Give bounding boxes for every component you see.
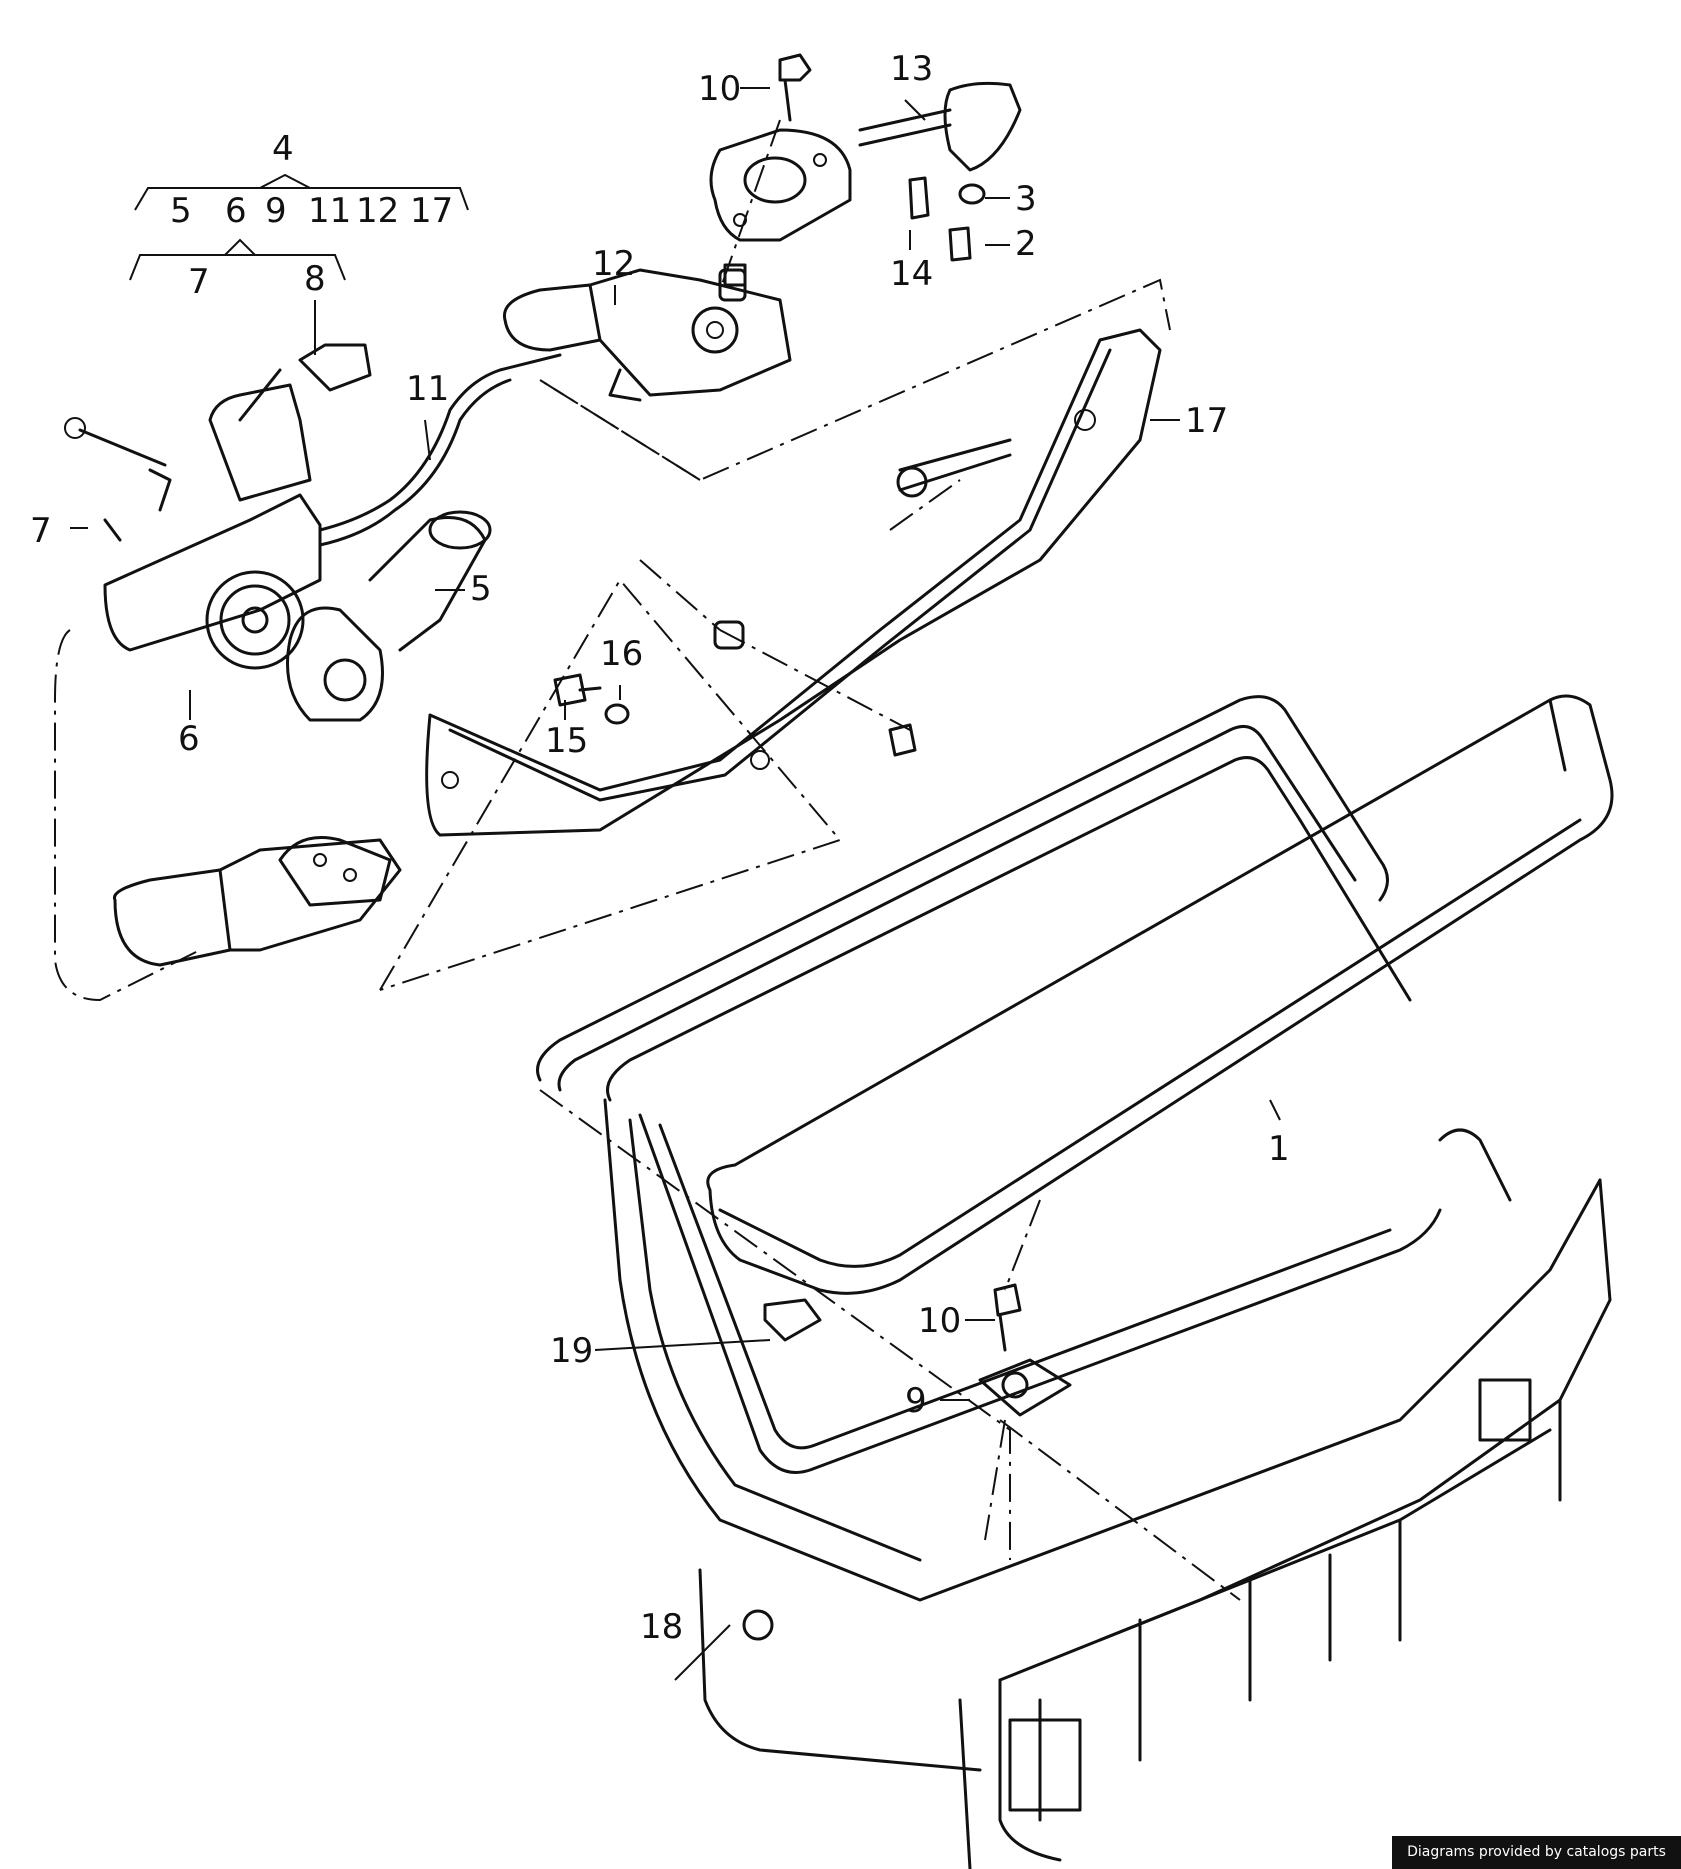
label-10-bottom: 10 <box>918 1301 961 1341</box>
label-12: 12 <box>592 244 635 284</box>
diagram-credit: Diagrams provided by catalogs parts <box>1392 1836 1681 1869</box>
group4-member-9: 9 <box>265 191 287 231</box>
label-19: 19 <box>550 1331 593 1371</box>
label-14: 14 <box>890 254 933 294</box>
label-11: 11 <box>406 369 449 409</box>
label-8: 8 <box>304 259 326 299</box>
label-1: 1 <box>1268 1129 1290 1169</box>
group4-member-12: 12 <box>356 191 399 231</box>
label-6: 6 <box>178 719 200 759</box>
group6-member-7: 7 <box>188 262 210 302</box>
part-labels: 1 2 3 4 5 6 7 8 9 10 10 11 12 13 14 15 1… <box>30 49 1290 1647</box>
rear-wiper-motor <box>502 268 792 402</box>
label-15: 15 <box>545 721 588 761</box>
tailgate-panel <box>536 695 1612 1869</box>
group4-member-6: 6 <box>225 191 247 231</box>
label-18: 18 <box>640 1607 683 1647</box>
rear-spoiler <box>706 694 1614 1295</box>
group-brackets <box>129 173 469 281</box>
label-5: 5 <box>470 569 492 609</box>
fasteners <box>553 53 1072 1641</box>
label-2: 2 <box>1015 224 1037 264</box>
group4-member-11: 11 <box>308 191 351 231</box>
wiper-cable <box>318 353 562 547</box>
label-16: 16 <box>600 634 643 674</box>
group4-member-5: 5 <box>170 191 192 231</box>
wiper-motor-assembly <box>64 343 492 722</box>
label-7: 7 <box>30 511 52 551</box>
window-frame <box>606 756 1442 1474</box>
label-4: 4 <box>272 129 294 169</box>
label-10-top: 10 <box>698 69 741 109</box>
washer-nozzle-mount <box>709 81 1022 287</box>
label-9: 9 <box>905 1381 927 1421</box>
alternate-wiper-motor <box>112 836 402 967</box>
label-17: 17 <box>1185 401 1228 441</box>
group4-member-17: 17 <box>410 191 453 231</box>
leader-lines <box>70 87 1281 1681</box>
label-13: 13 <box>890 49 933 89</box>
label-3: 3 <box>1015 179 1037 219</box>
assembly-lines <box>54 119 1241 1601</box>
wiper-linkage-bracket <box>425 328 1162 837</box>
